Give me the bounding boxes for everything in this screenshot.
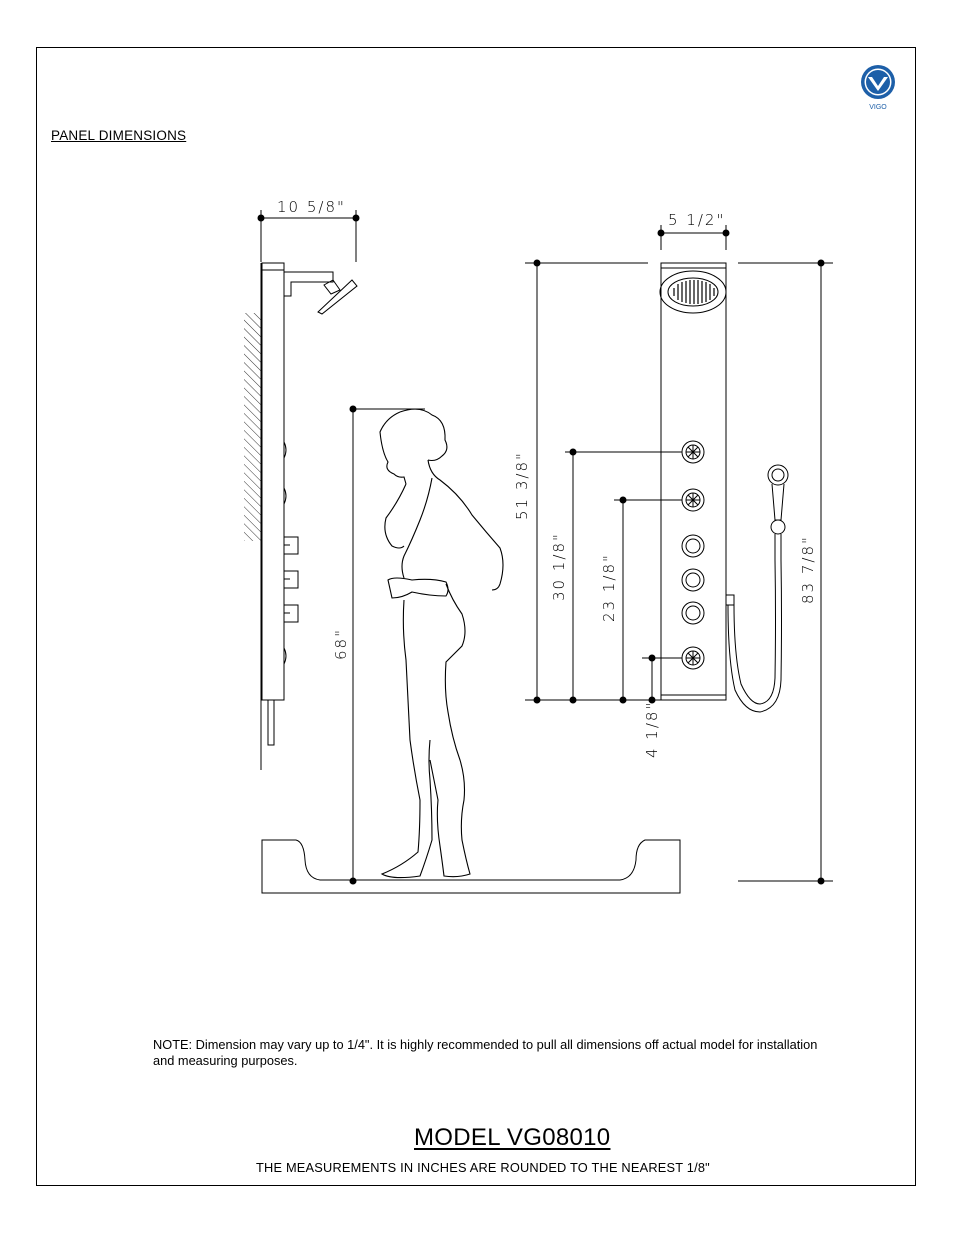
person-back-leg bbox=[429, 583, 471, 878]
person-front-leg bbox=[380, 599, 433, 879]
dim-jet-top bbox=[533, 259, 541, 704]
vigo-logo: VIGO bbox=[861, 65, 895, 111]
rain-head-nozzles bbox=[673, 280, 715, 304]
side-jet bbox=[283, 647, 287, 665]
side-shower-head bbox=[317, 279, 358, 315]
person-hands bbox=[387, 577, 449, 599]
shower-tray bbox=[261, 839, 681, 894]
body-jet-2 bbox=[681, 488, 705, 512]
control-knob-3 bbox=[681, 601, 705, 625]
logo-text: VIGO bbox=[869, 104, 887, 111]
model-title: MODEL VG08010 bbox=[414, 1124, 611, 1151]
dim-jet-third bbox=[619, 496, 627, 704]
side-jet bbox=[283, 441, 287, 459]
dim-jet-second bbox=[569, 448, 577, 704]
hand-shower bbox=[726, 464, 789, 713]
shower-hose bbox=[727, 534, 782, 713]
rounding-footnote: THE MEASUREMENTS IN INCHES ARE ROUNDED T… bbox=[256, 1160, 710, 1175]
side-jet bbox=[283, 487, 287, 505]
body-jet-1 bbox=[681, 440, 705, 464]
control-knob-2 bbox=[681, 568, 705, 592]
section-title: PANEL DIMENSIONS bbox=[51, 128, 187, 143]
dim-label-person-height: 68" bbox=[332, 628, 350, 660]
person-figure bbox=[379, 408, 504, 879]
person-back-arm bbox=[427, 459, 504, 591]
drawing-sheet-border bbox=[36, 47, 916, 1186]
hand-shower-holder bbox=[770, 519, 786, 535]
person-hair bbox=[399, 408, 448, 462]
front-panel bbox=[659, 262, 727, 701]
dim-label-jet-bottom: 4 1/8" bbox=[643, 701, 661, 758]
dim-label-jet-top: 51 3/8" bbox=[513, 451, 531, 520]
dim-label-total-height: 83 7/8" bbox=[799, 535, 817, 604]
dim-label-side-depth: 10 5/8" bbox=[277, 198, 346, 216]
shower-arm bbox=[284, 271, 334, 297]
control-knob-1 bbox=[681, 534, 705, 558]
dim-total-height bbox=[817, 259, 825, 885]
dim-label-jet-second: 30 1/8" bbox=[550, 532, 568, 601]
dim-side-depth bbox=[257, 210, 360, 262]
hose-connector bbox=[726, 594, 735, 606]
person-front bbox=[401, 477, 433, 579]
dim-person-height bbox=[349, 405, 425, 885]
side-spout bbox=[267, 699, 275, 746]
side-view bbox=[244, 262, 358, 770]
rain-shower-head bbox=[659, 270, 727, 314]
front-panel-body bbox=[660, 262, 727, 701]
wall-hatch bbox=[244, 313, 262, 541]
side-panel-body bbox=[261, 262, 285, 701]
body-jet-3 bbox=[681, 646, 705, 670]
dim-label-jet-third: 23 1/8" bbox=[600, 553, 618, 622]
person-face bbox=[379, 411, 407, 485]
dim-panel-width bbox=[657, 225, 730, 250]
person-chest bbox=[384, 483, 407, 549]
installation-note: NOTE: Dimension may vary up to 1/4". It … bbox=[153, 1037, 818, 1068]
dim-extension-lines bbox=[525, 262, 833, 882]
dim-label-panel-width: 5 1/2" bbox=[668, 211, 725, 229]
dim-jet-bottom bbox=[648, 654, 656, 704]
